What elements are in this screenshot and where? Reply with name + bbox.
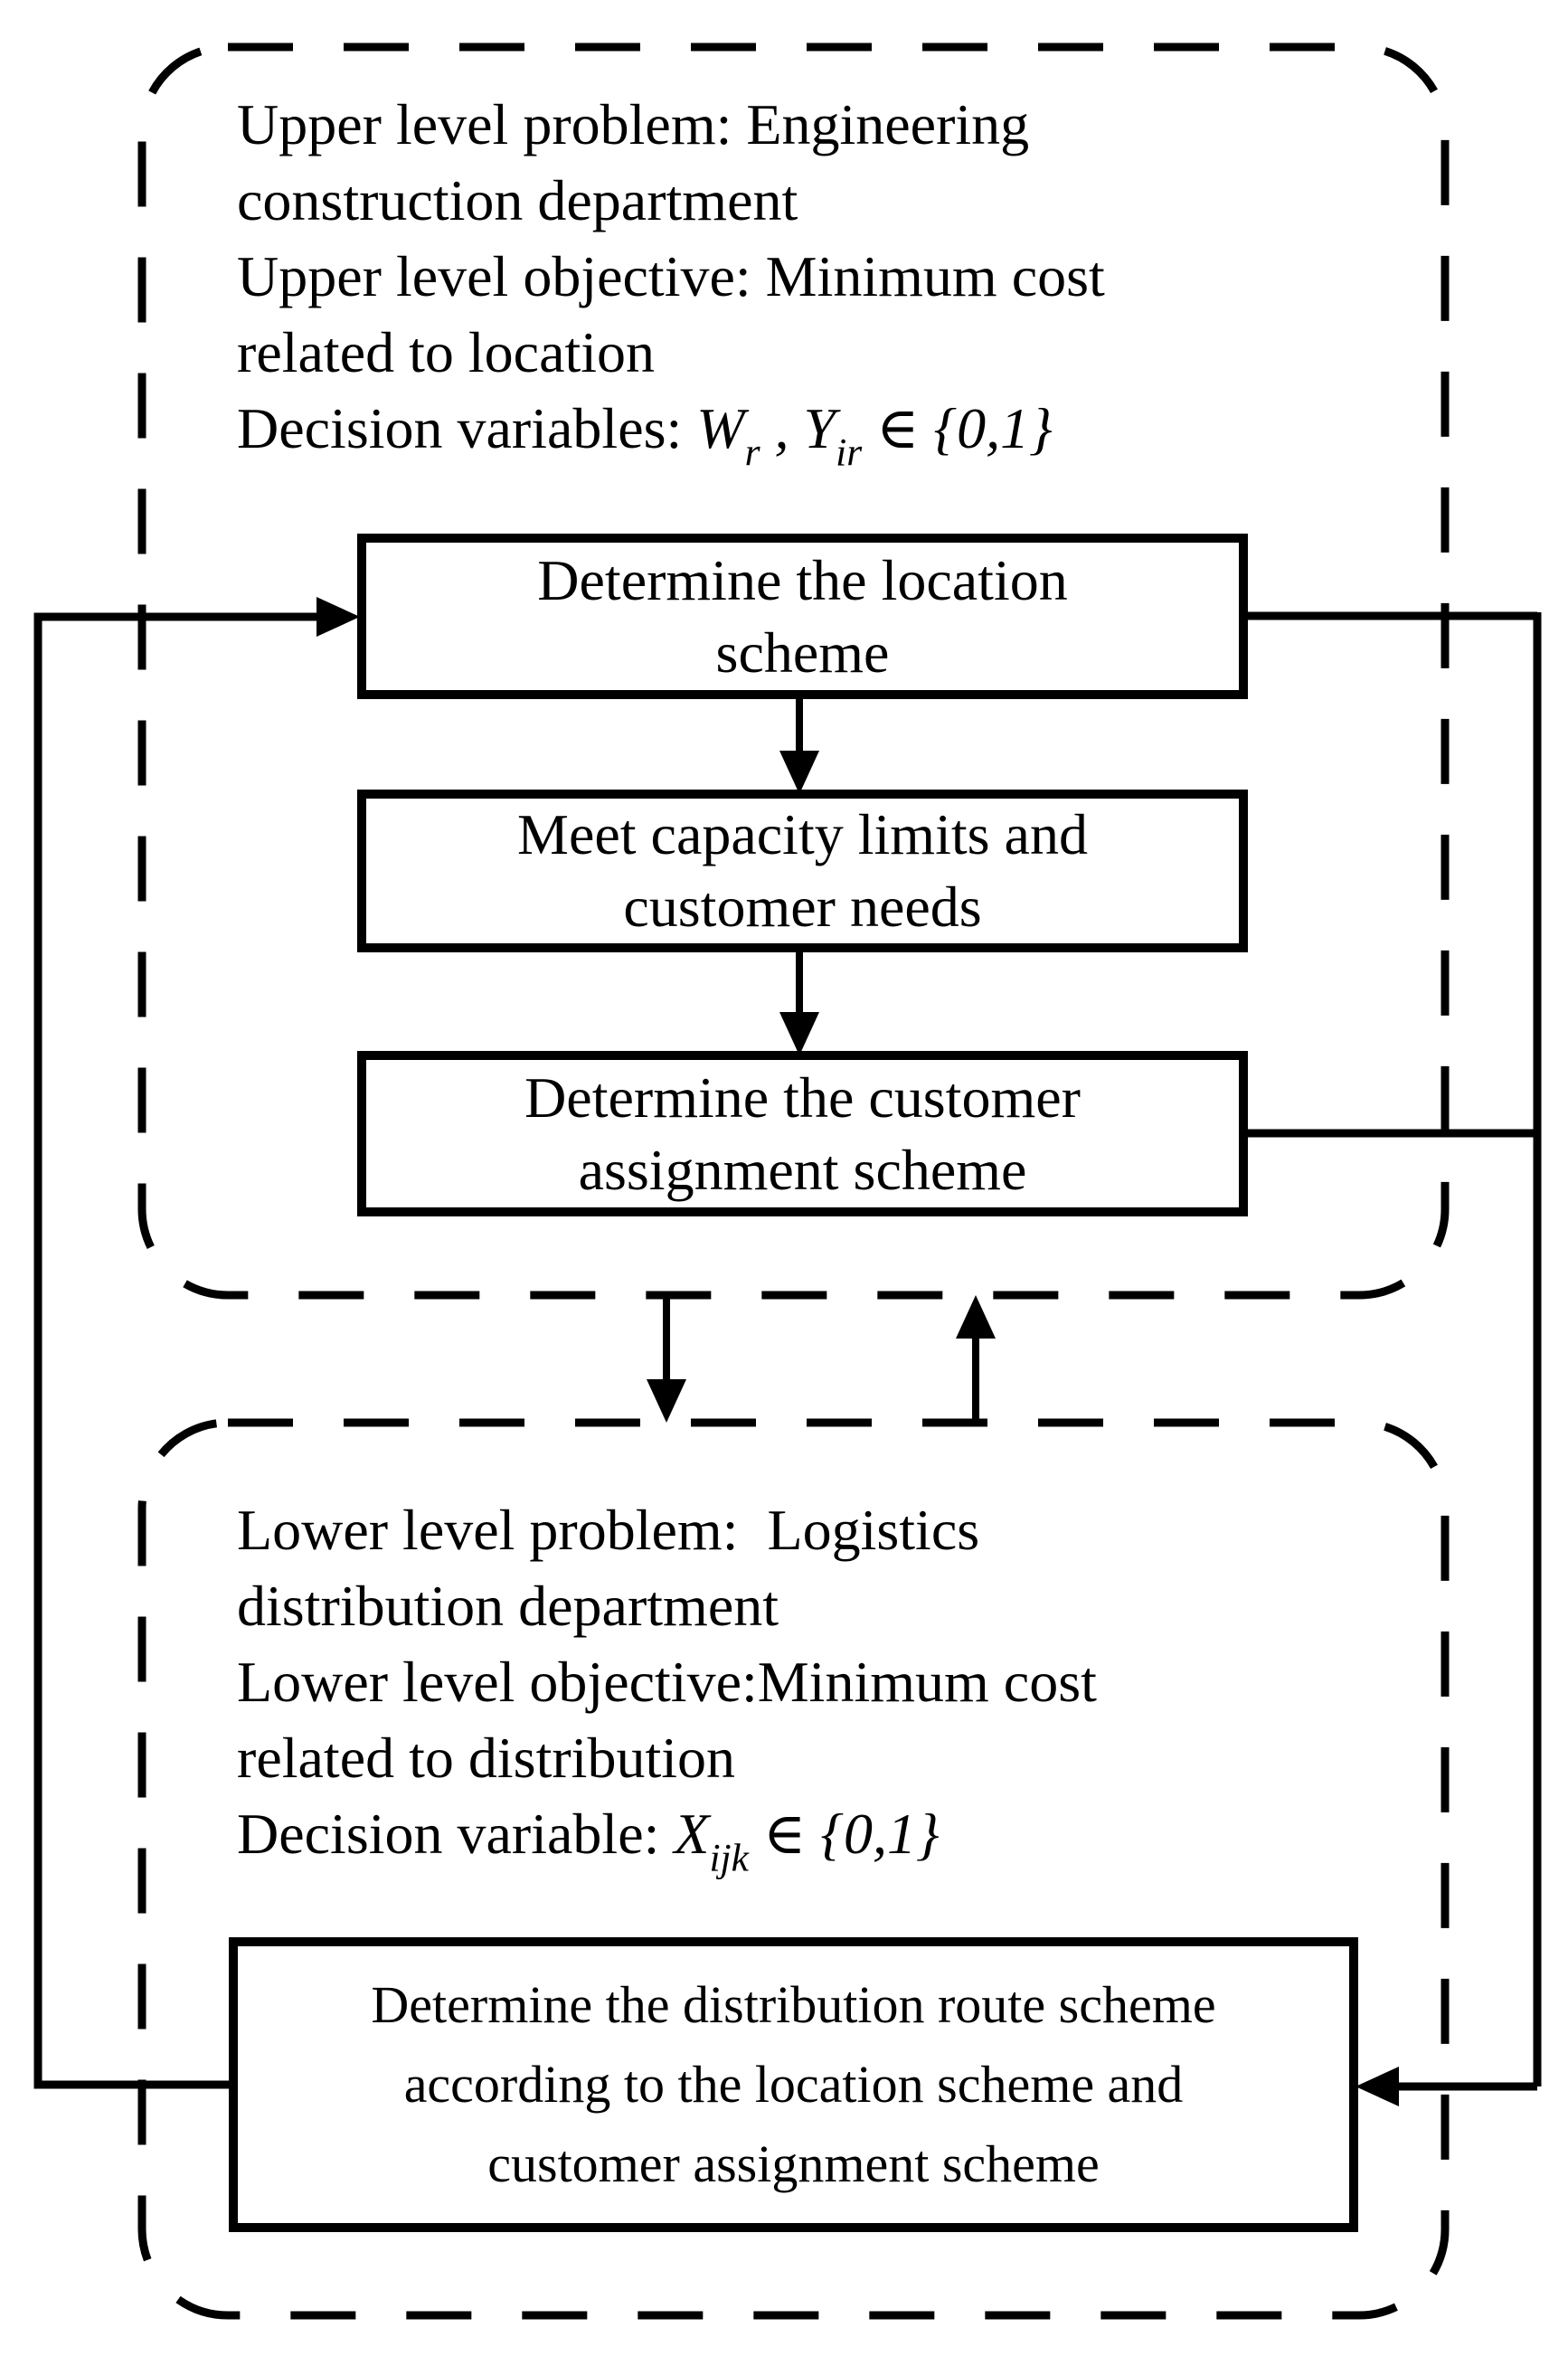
lower-text-line-1: Lower level problem: Logistics (237, 1498, 980, 1562)
lower-level-description: Lower level problem: Logistics distribut… (237, 1492, 1403, 1880)
box-route-line-1: Determine the distribution route scheme (371, 1975, 1216, 2034)
box-location-scheme-label: Determine the location scheme (362, 538, 1243, 695)
upper-text-line-4: related to location (237, 320, 656, 384)
box-capacity-limits-label: Meet capacity limits and customer needs (362, 794, 1243, 948)
upper-decision-label: Decision variables: (237, 396, 697, 460)
lower-text-line-2: distribution department (237, 1574, 779, 1638)
box-assignment-line-2: assignment scheme (578, 1137, 1027, 1202)
box-distribution-route-label: Determine the distribution route scheme … (233, 1942, 1354, 2228)
upper-text-line-2: construction department (237, 168, 798, 232)
lower-decision-math: Xijk ∈ {0,1} (674, 1802, 940, 1880)
upper-decision-variables-line: Decision variables: Wr , Yir ∈ {0,1} (237, 391, 1403, 475)
box-location-line-2: scheme (715, 620, 890, 685)
upper-text-line-1: Upper level problem: Engineering (237, 92, 1030, 156)
box-capacity-line-1: Meet capacity limits and (517, 802, 1088, 866)
upper-decision-math: Wr , Yir ∈ {0,1} (696, 396, 1053, 475)
lower-text-line-3: Lower level objective:Minimum cost (237, 1650, 1097, 1714)
arrow-capacity-to-assignment-head (779, 1012, 819, 1055)
lower-decision-label: Decision variable: (237, 1802, 675, 1866)
arrow-location-to-capacity-head (779, 751, 819, 794)
box-location-line-1: Determine the location (537, 547, 1068, 612)
box-assignment-line-1: Determine the customer (524, 1064, 1081, 1130)
box-customer-assignment-label: Determine the customer assignment scheme (362, 1055, 1243, 1212)
feedback-left-head (316, 597, 360, 637)
lower-text-line-4: related to distribution (237, 1726, 735, 1790)
upper-text-line-3: Upper level objective: Minimum cost (237, 244, 1105, 308)
box-route-line-2: according to the location scheme and (403, 2055, 1184, 2114)
arrow-upper-to-lower-head (647, 1379, 686, 1423)
lower-decision-variable-line: Decision variable: Xijk ∈ {0,1} (237, 1796, 1403, 1880)
lower-level-container (137, 1418, 1450, 2320)
upper-level-container (137, 43, 1450, 1300)
upper-level-description: Upper level problem: Engineering constru… (237, 87, 1403, 475)
collector-into-route-head (1355, 2067, 1399, 2106)
box-capacity-line-2: customer needs (623, 875, 982, 939)
feedback-left-line (33, 612, 318, 2089)
box-route-line-3: customer assignment scheme (487, 2134, 1100, 2193)
arrow-lower-to-upper-head (956, 1295, 996, 1339)
